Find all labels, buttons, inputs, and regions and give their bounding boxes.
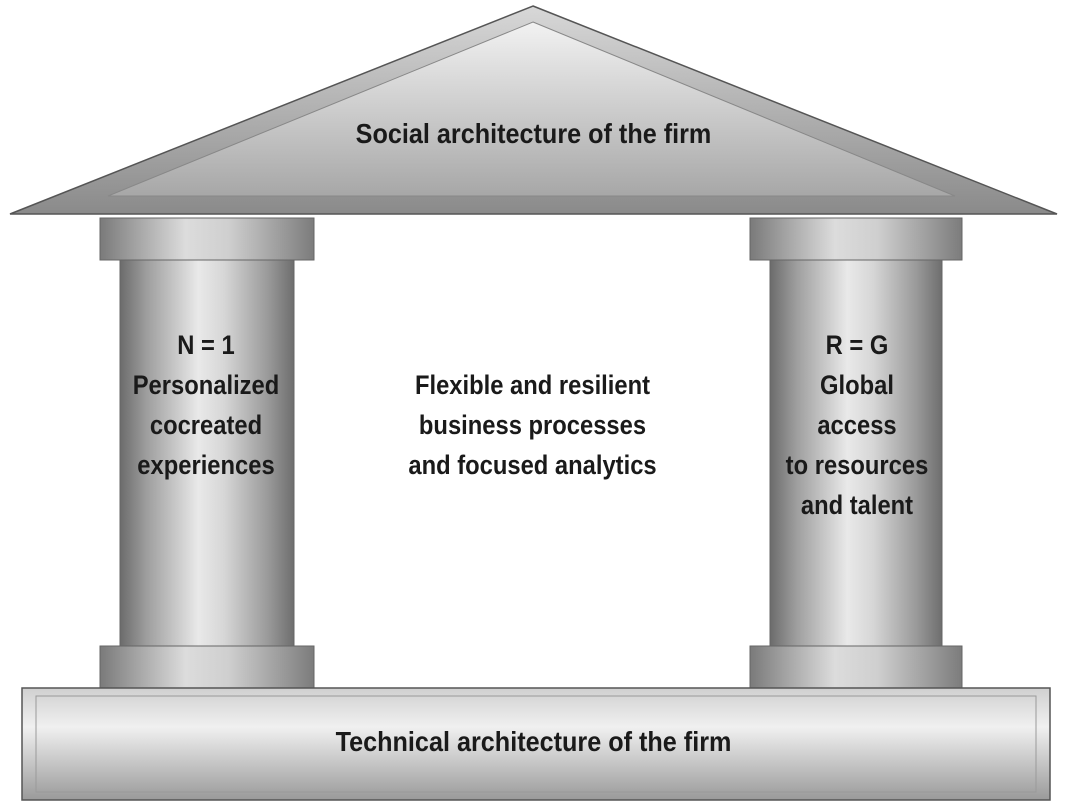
left-pillar-line: N = 1 xyxy=(177,330,235,360)
roof xyxy=(9,5,1058,215)
right-pillar-plinth xyxy=(749,645,963,691)
right-pillar-text: R = G Global access to resources and tal… xyxy=(762,325,952,525)
foundation-slab xyxy=(21,687,1051,801)
right-pillar-line: and talent xyxy=(800,490,914,520)
right-pillar-capital xyxy=(749,217,963,261)
left-pillar-line: experiences xyxy=(137,450,275,480)
foundation-inner xyxy=(35,695,1037,793)
right-pillar-line: access xyxy=(817,410,897,440)
right-pillar-line: to resources xyxy=(785,450,929,480)
left-pillar-line: Personalized xyxy=(132,370,280,400)
foundation-label: Technical architecture of the firm xyxy=(335,726,732,757)
roof-label: Social architecture of the firm xyxy=(355,118,712,149)
center-line: and focused analytics xyxy=(408,450,657,480)
left-pillar-plinth xyxy=(99,645,315,691)
right-pillar xyxy=(749,217,963,691)
left-pillar-capital xyxy=(99,217,315,261)
center-line: business processes xyxy=(418,410,647,440)
foundation xyxy=(21,687,1051,801)
right-pillar-shaft xyxy=(769,259,943,647)
left-pillar-text: N = 1 Personalized cocreated experiences xyxy=(116,325,296,485)
right-pillar-line: Global xyxy=(820,370,894,400)
roof-face xyxy=(107,21,956,197)
left-pillar-line: cocreated xyxy=(149,410,263,440)
left-pillar xyxy=(99,217,315,691)
center-line: Flexible and resilient xyxy=(414,370,651,400)
center-text: Flexible and resilient business processe… xyxy=(360,365,705,485)
right-pillar-line: R = G xyxy=(825,330,889,360)
